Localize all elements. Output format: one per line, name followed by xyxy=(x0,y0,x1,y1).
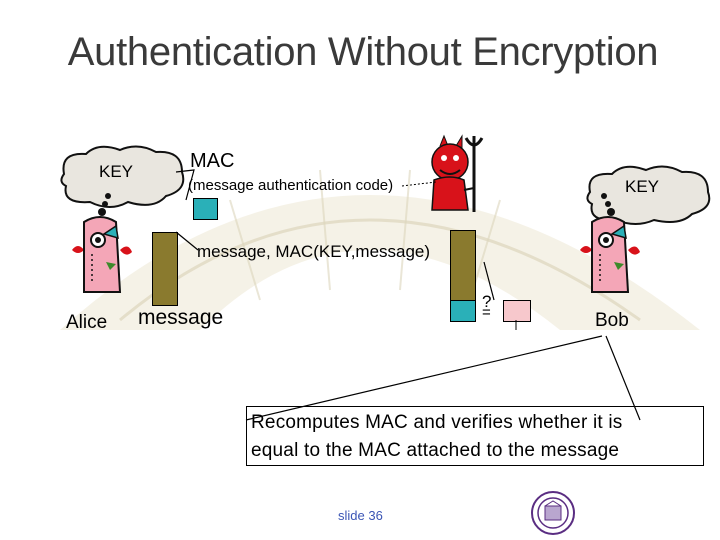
bob-face-icon xyxy=(580,193,640,293)
recomputed-mac-box xyxy=(503,300,531,322)
devil-eavesdropper-icon xyxy=(431,134,484,212)
callout-line-2: equal to the MAC attached to the message xyxy=(251,440,620,461)
alice-message-label: message xyxy=(138,306,224,329)
slide-number: slide 36 xyxy=(338,508,383,523)
channel-message-label: message, MAC(KEY,message) xyxy=(197,242,431,261)
verification-callout: Recomputes MAC and verifies whether it i… xyxy=(246,406,704,466)
question-mark: ? xyxy=(482,292,492,311)
slide-title: Authentication Without Encryption xyxy=(67,30,659,74)
mac-box-attached xyxy=(450,300,476,322)
mac-box xyxy=(193,198,218,220)
alice-message-bar xyxy=(152,232,178,306)
bob-label: Bob xyxy=(595,310,629,331)
key-left-blob xyxy=(60,145,185,208)
key-left-label: KEY xyxy=(99,162,134,181)
alice-face-icon xyxy=(72,193,132,293)
university-seal-logo xyxy=(531,491,575,535)
key-right-blob xyxy=(586,165,711,225)
alice-label: Alice xyxy=(66,312,108,333)
key-right-label: KEY xyxy=(625,177,660,196)
mac-label: MAC xyxy=(190,150,235,172)
equals-mark: = xyxy=(482,304,491,321)
callout-line-1: Recomputes MAC and verifies whether it i… xyxy=(251,412,623,433)
intercepted-message-bar xyxy=(450,230,476,302)
mac-expansion-label: (message authentication code) xyxy=(188,177,394,194)
